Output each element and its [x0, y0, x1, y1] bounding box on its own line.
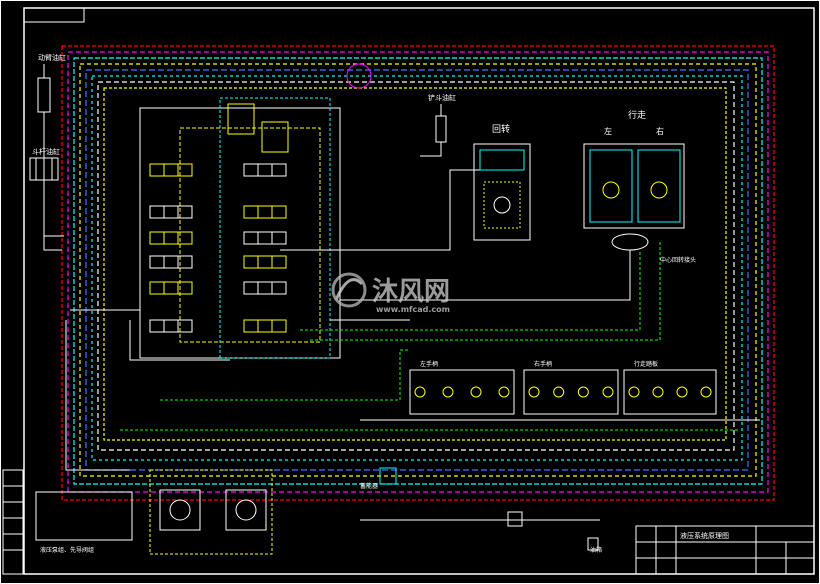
drawing-frame — [23, 7, 815, 575]
loop-white — [97, 81, 735, 451]
title-block — [635, 525, 815, 575]
label-travel: 行走 — [628, 109, 646, 121]
label-left: 左 — [604, 126, 612, 136]
pilot-valve-groups — [409, 369, 717, 415]
pilot-port — [553, 386, 565, 398]
watermark-brand: 沐风网 — [372, 277, 450, 307]
valve-spool — [149, 255, 193, 269]
label-center-joint: 中心回转接头 — [660, 256, 696, 264]
pilot-port — [470, 386, 482, 398]
valve-spool — [149, 163, 193, 177]
swing-frame — [473, 143, 531, 241]
label-bucket-cylinder: 铲斗油缸 — [428, 93, 456, 102]
main-valve-block — [139, 97, 341, 359]
label-handle-left: 左手柄 — [420, 360, 438, 368]
valve-spool — [243, 231, 287, 245]
valve-spool — [149, 231, 193, 245]
control-handles — [227, 63, 372, 153]
valve-spool — [149, 205, 193, 219]
pilot-group-2 — [523, 369, 619, 415]
pilot-ports — [414, 386, 712, 398]
valve-spools — [149, 163, 287, 333]
label-tank: 油箱 — [590, 546, 602, 554]
valve-spool — [243, 255, 287, 269]
center-joint-symbol — [611, 233, 649, 251]
boom-cylinder — [37, 77, 51, 113]
travel-motor-group — [583, 143, 685, 251]
circuit-loops — [61, 45, 775, 501]
label-stick-cylinder: 斗杆油缸 — [32, 147, 60, 156]
loop-yellow — [79, 63, 757, 477]
pilot-port — [676, 386, 688, 398]
valve-spool — [243, 319, 287, 333]
loop-magenta — [67, 51, 769, 493]
watermark-logo: 沐风网 www.mfcad.com — [331, 272, 450, 314]
pilot-group-1 — [409, 369, 515, 415]
pilot-port — [498, 386, 510, 398]
pilot-group-3 — [623, 369, 717, 415]
pump-valve-group — [149, 469, 273, 555]
drawing-number-box — [23, 7, 85, 23]
valve-spool — [243, 163, 287, 177]
loop-blue — [85, 69, 749, 471]
pilot-port — [700, 386, 712, 398]
left-stamp-column — [2, 469, 24, 575]
label-right: 右 — [656, 126, 664, 136]
pilot-port — [414, 386, 426, 398]
pump-station — [35, 467, 599, 555]
travel-frame — [583, 143, 685, 229]
pump-box — [35, 491, 133, 541]
pilot-port — [652, 386, 664, 398]
pilot-port — [577, 386, 589, 398]
valve-spool — [149, 281, 193, 295]
loop-cyan — [73, 57, 763, 485]
valve-spool — [149, 319, 193, 333]
valve-spool — [243, 281, 287, 295]
label-hyd-group: 液压泵组、先导阀组 — [40, 546, 94, 554]
label-swing: 回转 — [492, 123, 510, 135]
title-drawing-name: 液压系统原理图 — [680, 531, 729, 540]
loop-cyan-inner — [91, 75, 743, 461]
label-accumulator: 蓄能器 — [360, 482, 378, 490]
loop-yellow-inner — [103, 87, 727, 441]
pilot-port — [528, 386, 540, 398]
pilot-port — [602, 386, 614, 398]
watermark-url: www.mfcad.com — [376, 305, 450, 314]
pilot-port — [442, 386, 454, 398]
bucket-cylinder — [435, 115, 447, 143]
label-pedal: 行走踏板 — [634, 360, 658, 368]
label-boom-cylinder: 动臂油缸 — [38, 53, 66, 62]
loop-red — [61, 45, 775, 501]
handle-circle — [346, 63, 372, 89]
swing-motor-group — [473, 143, 531, 241]
label-handle-right: 右手柄 — [534, 360, 552, 368]
valve-spool — [243, 205, 287, 219]
pilot-port — [628, 386, 640, 398]
